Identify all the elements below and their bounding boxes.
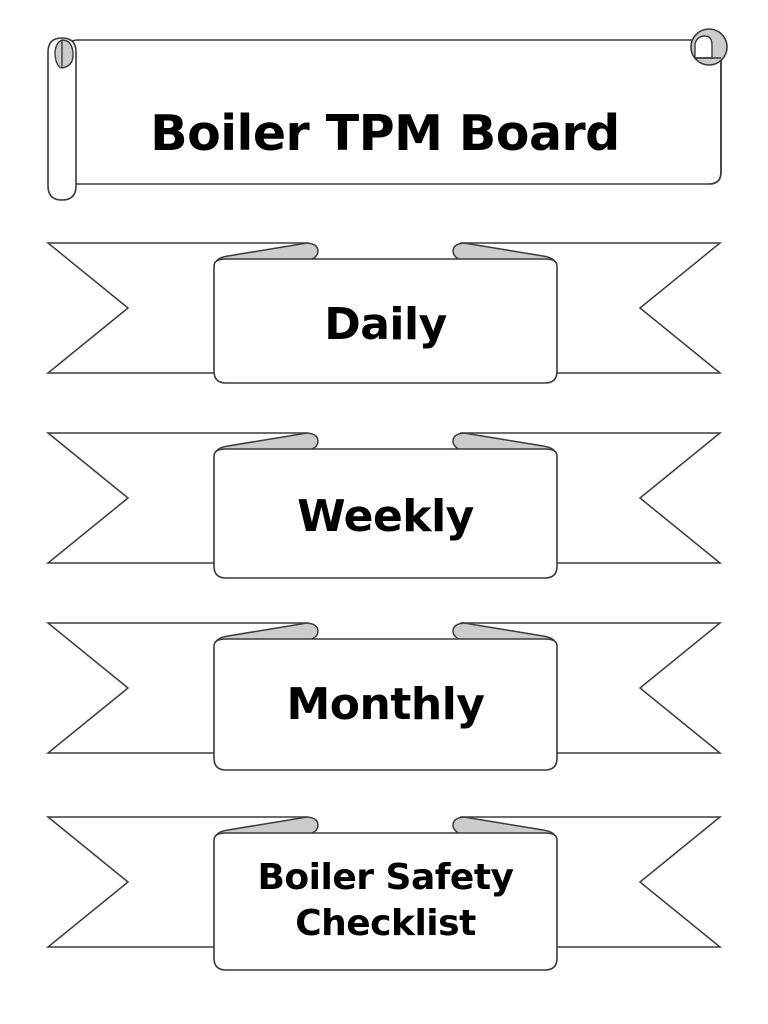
ribbon-center-panel <box>213 258 558 384</box>
ribbon-center-panel <box>213 448 558 579</box>
scroll-right-edge <box>708 55 722 185</box>
scroll-curl-right-inner <box>694 35 713 59</box>
ribbon-center-panel <box>213 638 558 771</box>
scroll-curl-left <box>47 37 77 201</box>
ribbon-center-panel <box>213 832 558 971</box>
